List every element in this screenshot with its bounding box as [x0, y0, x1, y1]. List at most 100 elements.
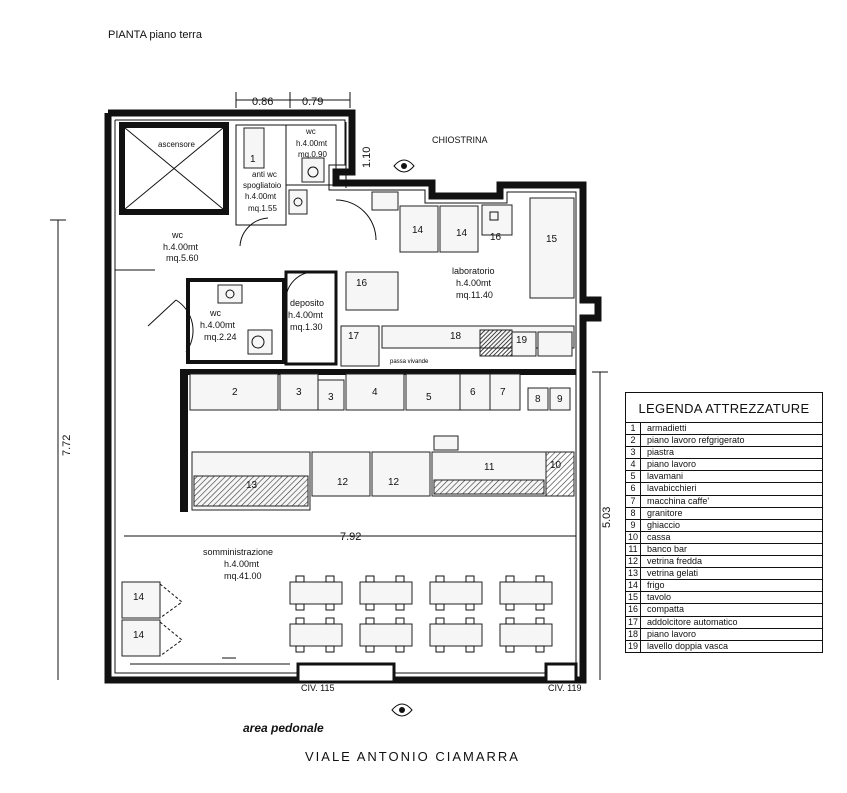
- table: [429, 575, 483, 611]
- table: [359, 617, 413, 653]
- legend-label: frigo: [647, 580, 665, 591]
- legend-number: 11: [626, 543, 641, 556]
- legend-number: 3: [626, 447, 641, 459]
- legend-label: piano lavoro: [647, 628, 697, 639]
- wc-left: [115, 269, 194, 353]
- legend-number: 15: [626, 592, 641, 604]
- equipment-number: 16: [490, 232, 502, 243]
- room-height: h.4.00mt: [200, 320, 236, 330]
- legend-row: 10 cassa: [626, 531, 822, 544]
- legend-label: macchina caffe': [647, 495, 710, 506]
- elevator: ascensore: [119, 122, 229, 215]
- equipment-number: 1: [250, 154, 256, 165]
- equipment-number: 14: [456, 228, 468, 239]
- chiostrina-label: CHIOSTRINA: [432, 135, 488, 145]
- dining-tables: [289, 575, 553, 653]
- legend-label: lavabicchieri: [647, 483, 697, 494]
- room-name: wc: [305, 127, 316, 136]
- pedestrian-area-label: area pedonale: [243, 721, 324, 735]
- equipment-number: 19: [516, 335, 528, 346]
- legend-title: LEGENDA ATTREZZATURE: [626, 393, 822, 423]
- legend-label: granitore: [647, 507, 683, 518]
- room-area: mq.1.55: [248, 204, 277, 213]
- room-height: h.4.00mt: [456, 278, 492, 288]
- legend-number: 7: [626, 495, 641, 507]
- legend-row: 15 tavolo: [626, 592, 822, 605]
- entrance: [130, 657, 578, 684]
- equipment-number: 16: [356, 278, 368, 289]
- equipment-number: 14: [133, 592, 145, 603]
- legend-label: vetrina gelati: [647, 568, 699, 579]
- table: [359, 575, 413, 611]
- legend-number: 12: [626, 556, 641, 568]
- equipment-number: 7: [500, 387, 506, 398]
- table: [499, 575, 553, 611]
- legend-row: 19 lavello doppia vasca: [626, 640, 822, 652]
- equipment-number: 18: [450, 331, 462, 342]
- legend-number: 17: [626, 616, 641, 628]
- room-area: mq.41.00: [224, 571, 262, 581]
- room-area: mq.2.24: [204, 332, 237, 342]
- equipment-number: 4: [372, 387, 378, 398]
- equipment-number: 10: [550, 460, 562, 471]
- deposito-room: [284, 270, 380, 367]
- legend-label: lavello doppia vasca: [647, 640, 729, 651]
- room-name: wc: [209, 308, 221, 318]
- wc-small: [186, 278, 286, 364]
- dimension-label: 0.86: [252, 96, 273, 108]
- equipment-number: 15: [546, 234, 558, 245]
- room-name: wc: [171, 230, 183, 240]
- room-area: mq.1.30: [290, 322, 323, 332]
- plan-title: PIANTA piano terra: [108, 29, 202, 41]
- equipment-number: 17: [348, 331, 360, 342]
- equipment-number: 14: [412, 225, 424, 236]
- dimension-label: 5.03: [601, 507, 613, 528]
- civic-number-119: CIV. 119: [548, 683, 582, 693]
- equipment-number: 14: [133, 630, 145, 641]
- dimension-lines: 0.86 0.79 1.10 7.72 7.92 5.03: [50, 92, 613, 680]
- equipment-number: 3: [296, 387, 302, 398]
- fridges-left: [121, 581, 183, 657]
- laboratorio-fixtures: [345, 191, 575, 357]
- room-height: h.4.00mt: [296, 139, 328, 148]
- room-area: mq.0.90: [298, 150, 327, 159]
- legend-label: piano lavoro refgrigerato: [647, 435, 745, 446]
- civic-number-115: CIV. 115: [301, 683, 335, 693]
- wc-block: [235, 124, 377, 247]
- dimension-label: 0.79: [302, 96, 323, 108]
- equipment-number: 12: [337, 477, 349, 488]
- equipment-numbers: 1 2 3 3 4 5 6 7 8 9 10 11 12 12 13 14 14…: [133, 154, 563, 641]
- legend-label: compatta: [647, 604, 685, 615]
- legend-row: 7 macchina caffe': [626, 495, 822, 508]
- room-height: h.4.00mt: [163, 242, 199, 252]
- equipment-number: 9: [557, 394, 563, 405]
- room-area: mq.5.60: [166, 253, 199, 263]
- room-height: h.4.00mt: [245, 192, 277, 201]
- room-name: laboratorio: [452, 266, 495, 276]
- legend-label: ghiaccio: [647, 519, 681, 530]
- legend-number: 19: [626, 640, 641, 652]
- eye-marker-bottom: [391, 703, 413, 717]
- legend-row: 13 vetrina gelati: [626, 568, 822, 581]
- legend-label: tavolo: [647, 592, 672, 603]
- legend-number: 10: [626, 531, 641, 543]
- legend-number: 13: [626, 568, 641, 580]
- legend-label: armadietti: [647, 423, 687, 433]
- table: [289, 617, 343, 653]
- room-height: h.4.00mt: [224, 559, 260, 569]
- legend-label: cassa: [647, 531, 671, 542]
- legend-number: 9: [626, 519, 641, 531]
- legend-label: piano lavoro: [647, 459, 697, 470]
